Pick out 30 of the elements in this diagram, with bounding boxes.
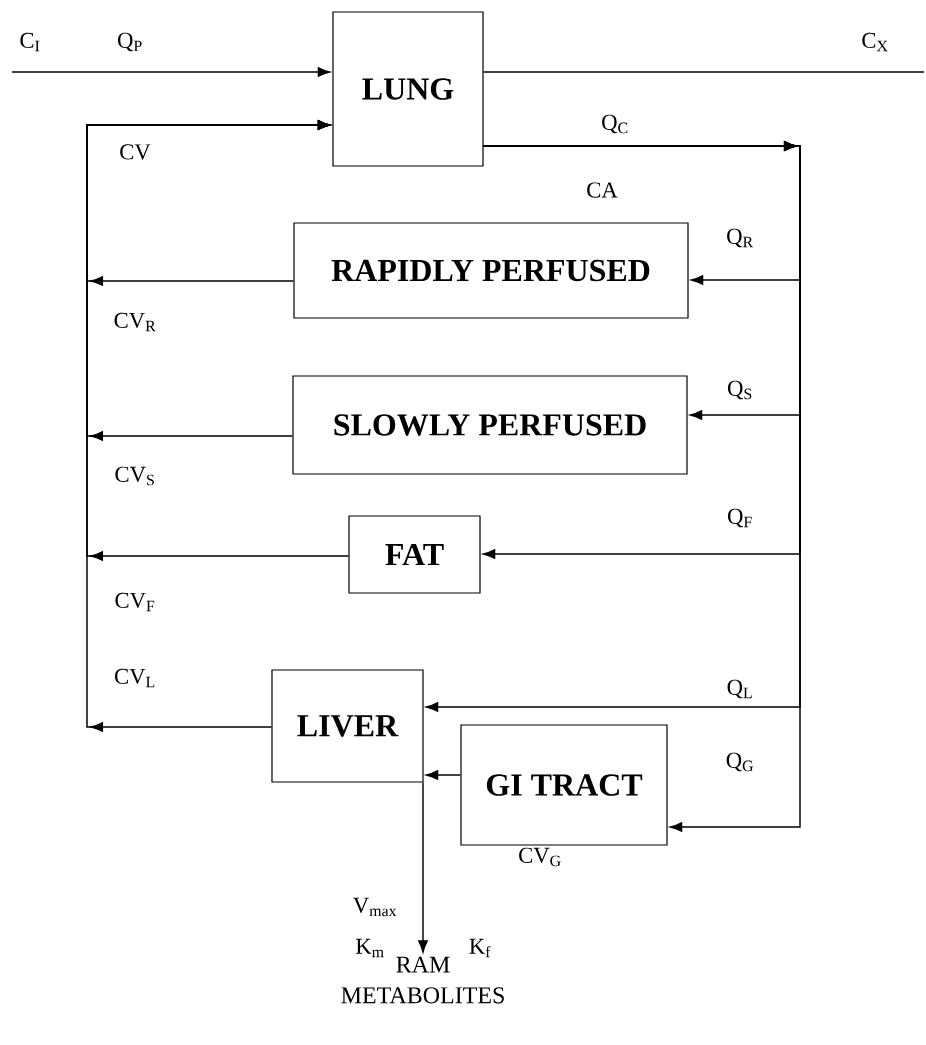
- variable-label: CV$_{L}$: [115, 668, 155, 688]
- variable-label: K$_{m}$: [355, 938, 384, 958]
- variable-label: CV: [120, 144, 151, 160]
- variable-label: Q$_{G}$: [726, 752, 754, 772]
- variable-label: CV$_{S}$: [115, 466, 154, 486]
- organ-box: FAT: [348, 515, 481, 594]
- organ-box: GI TRACT: [460, 724, 668, 846]
- variable-label: CV$_{F}$: [115, 592, 155, 612]
- flow-arrow: [418, 781, 428, 953]
- variable-label: C$_{X}$: [862, 32, 888, 52]
- variable-label: CV$_{R}$: [114, 312, 156, 332]
- organ-box: SLOWLY PERFUSED: [292, 375, 688, 475]
- variable-label: Q$_{S}$: [728, 380, 752, 400]
- flow-arrow: [425, 770, 462, 780]
- variable-label: Q$_{F}$: [728, 508, 752, 528]
- flow-line: [482, 71, 925, 73]
- variable-label: V$_{max}$: [353, 897, 397, 917]
- variable-label: C$_{I}$: [20, 32, 40, 52]
- flow-arrow: [11, 67, 331, 77]
- variable-label: Q$_{P}$: [118, 32, 142, 52]
- variable-label: Q$_{R}$: [727, 228, 754, 248]
- organ-box: RAPIDLY PERFUSED: [293, 222, 689, 319]
- variable-label: CA: [587, 182, 618, 198]
- variable-label: K$_{f}$: [469, 938, 491, 958]
- flow-arrow: [482, 141, 801, 832]
- organ-box: LIVER: [271, 669, 424, 783]
- organ-box: LUNG: [332, 11, 484, 167]
- variable-label: Q$_{C}$: [602, 114, 628, 134]
- flow-arrow: [86, 120, 331, 732]
- variable-label: Q$_{L}$: [727, 679, 752, 699]
